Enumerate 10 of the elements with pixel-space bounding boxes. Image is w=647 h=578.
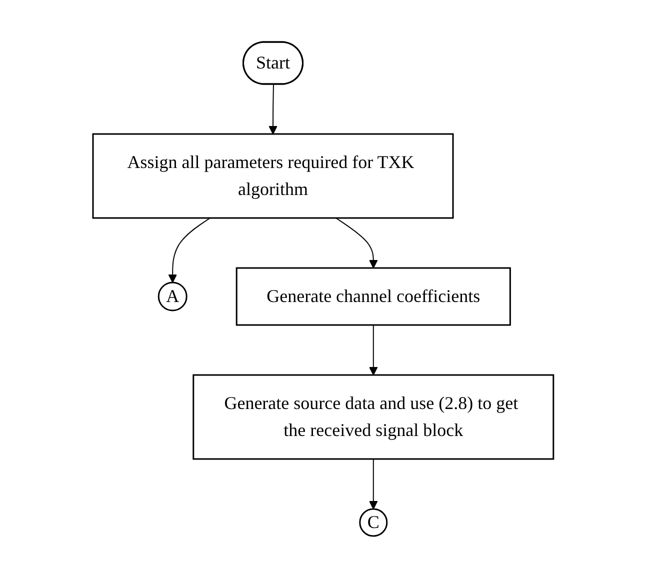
arrow [369,324,378,376]
arrow [336,217,378,268]
node-box: Generate channel coefficients [236,267,512,326]
arrow [168,217,211,283]
arrow [268,84,278,134]
arrow [369,458,378,510]
node-circle: C [359,508,388,537]
node-circle: A [158,282,188,312]
node-box: Generate source data and use (2.8) to get the received signal block [192,374,554,460]
node-box: Assign all parameters required for TXK algorithm [92,133,454,219]
